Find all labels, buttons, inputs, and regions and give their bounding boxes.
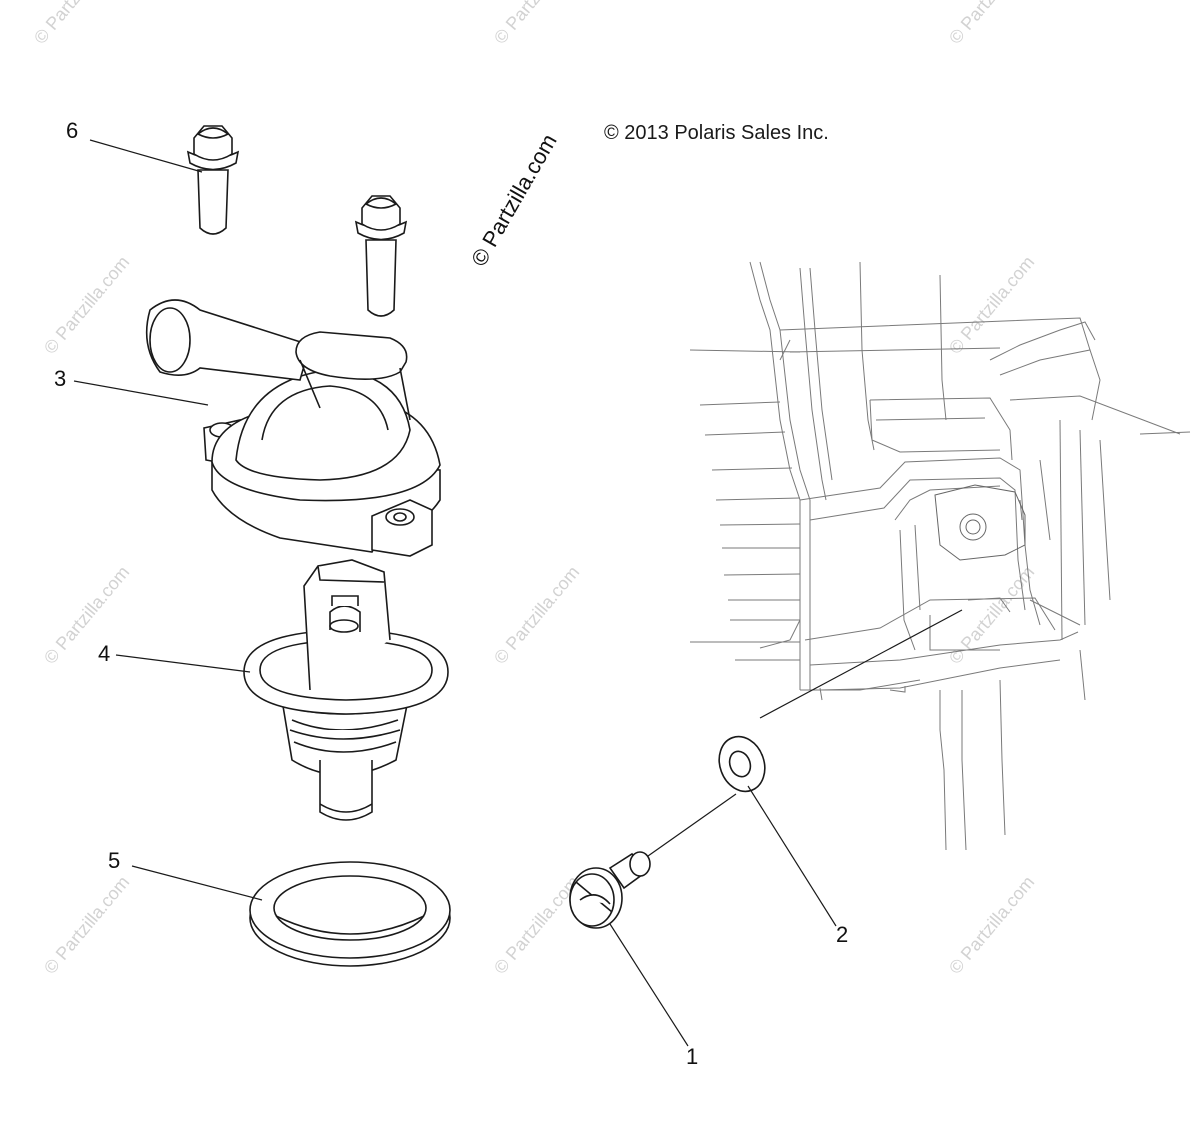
callout-6: 6 — [66, 118, 79, 143]
washer-part-2 — [718, 735, 766, 793]
engine-block-drawing — [689, 261, 1191, 851]
thermostat-part-4 — [243, 559, 449, 821]
copyright-text: © 2013 Polaris Sales Inc. — [604, 122, 829, 144]
seal-part-5 — [249, 861, 451, 967]
bolt-part-6 — [186, 125, 408, 317]
callout-5: 5 — [108, 848, 121, 873]
callout-3: 3 — [54, 366, 67, 391]
thermostat-housing-part-3 — [145, 299, 441, 557]
callout-4: 4 — [98, 641, 111, 666]
callout-2: 2 — [836, 922, 849, 947]
callout-1: 1 — [686, 1044, 699, 1069]
screw-part-1 — [569, 851, 651, 929]
leader-lines — [73, 139, 963, 1047]
